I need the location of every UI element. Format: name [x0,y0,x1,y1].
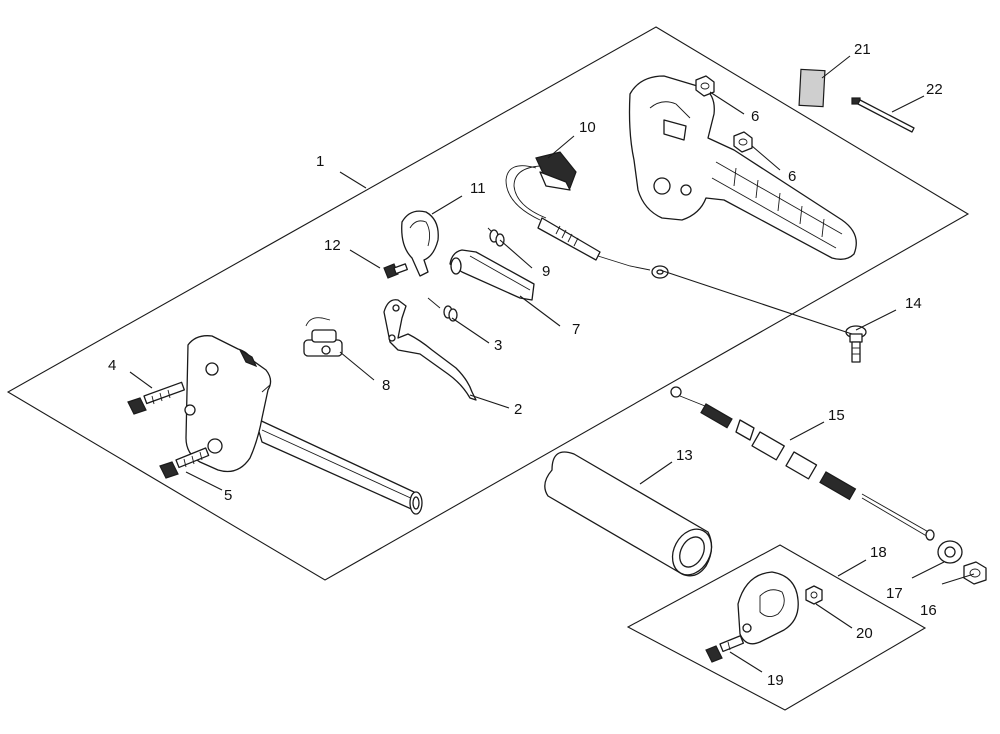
callout-15: 15 [828,407,845,424]
callout-labels: 1 2 3 4 5 6 6 7 8 9 10 11 12 13 14 15 16… [108,41,943,689]
callout-6a: 6 [751,108,759,125]
throttle-cable-15-part [670,386,935,541]
cable-nut-17-part [937,540,963,564]
callout-9: 9 [542,263,550,280]
callout-3: 3 [494,337,502,354]
switch-block-part [303,317,343,357]
callout-10: 10 [579,119,596,136]
spring-9-part [487,227,505,247]
callout-17: 17 [886,585,903,602]
cable-bracket-18-part [737,571,799,645]
callout-4: 4 [108,357,116,374]
assembly-1-outline [6,26,970,581]
callout-6b: 6 [788,168,796,185]
stop-switch-wire-part [505,151,669,279]
spring-3-part [427,297,458,322]
bolt-4-part [127,381,185,415]
lockout-lever-part [449,249,535,301]
handle-shaft-part [254,417,423,515]
nut-20-part [805,585,823,605]
callout-8: 8 [382,377,390,394]
screw-12-part [383,263,408,279]
callout-1: 1 [316,153,324,170]
callout-18: 18 [870,544,887,561]
assembly-18-outline [626,544,927,711]
nut-6b-part [733,131,753,153]
throttle-lever-part [383,299,477,401]
callout-5: 5 [224,487,232,504]
handle-housing-part [628,75,857,260]
callout-22: 22 [926,81,943,98]
callout-19: 19 [767,672,784,689]
nut-6a-part [695,75,715,97]
callout-11: 11 [470,180,486,197]
callout-12: 12 [324,237,341,254]
bolt-5-part [159,447,210,479]
nut-16-part [963,561,987,585]
callout-21: 21 [854,41,871,58]
leader-lines [129,55,975,673]
callout-20: 20 [856,625,873,642]
callout-2: 2 [514,401,522,418]
label-21-part [798,68,826,108]
cable-tie-22-part [851,97,915,133]
screw-14-part [845,325,867,363]
mounting-plate-part [184,335,272,473]
callout-13: 13 [676,447,693,464]
callout-14: 14 [905,295,922,312]
bolt-19-part [705,635,745,663]
callout-7: 7 [572,321,580,338]
clamp-part [401,210,439,277]
callout-16: 16 [920,602,937,619]
grip-tube-13-part [544,451,713,577]
